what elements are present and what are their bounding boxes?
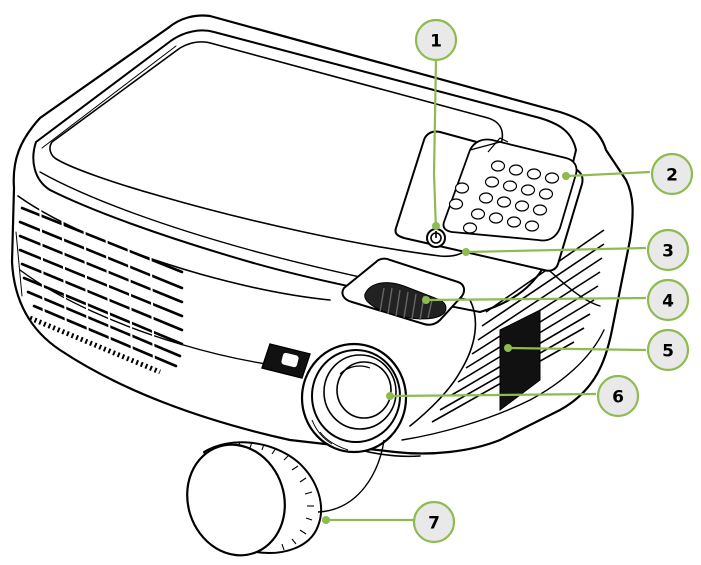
callout-6: 6 [596, 374, 640, 418]
callout-1: 1 [414, 18, 458, 62]
anchor-dot-1 [432, 222, 440, 230]
callout-2: 2 [650, 152, 694, 196]
anchor-dot-4 [422, 296, 430, 304]
callout-anchor-dots [322, 172, 570, 524]
callout-number-7: 7 [428, 514, 440, 534]
lens-cap [186, 439, 385, 557]
callout-3: 3 [646, 228, 690, 272]
anchor-dot-7 [322, 516, 330, 524]
leader-line-1 [432, 59, 438, 231]
anchor-dot-6 [386, 392, 394, 400]
zoom-ring [341, 257, 466, 326]
power-button [426, 228, 446, 248]
bottom-vent-strip [29, 315, 161, 375]
leader-line-2 [567, 170, 651, 178]
left-vent-grille [18, 206, 184, 368]
dlp-logo [261, 343, 311, 379]
left-vent-grille-dividers [39, 199, 155, 365]
callout-number-3: 3 [662, 242, 674, 262]
lens-assembly [300, 342, 408, 454]
callout-number-5: 5 [662, 342, 674, 362]
callout-number-2: 2 [666, 166, 678, 186]
side-dark-panel [499, 309, 541, 411]
callout-number-4: 4 [662, 292, 674, 312]
keypad-buttons [448, 160, 560, 234]
callout-7: 7 [412, 500, 456, 544]
callout-number-6: 6 [612, 388, 624, 408]
leader-line-5 [507, 346, 647, 352]
anchor-dot-3 [462, 248, 470, 256]
anchor-dot-5 [504, 344, 512, 352]
leader-line-6 [389, 392, 597, 398]
callout-4: 4 [646, 278, 690, 322]
leader-line-4 [425, 296, 647, 302]
callout-number-1: 1 [430, 32, 442, 52]
leader-line-3 [465, 246, 647, 254]
callout-5: 5 [646, 328, 690, 372]
anchor-dot-2 [562, 172, 570, 180]
callout-leaders [326, 59, 651, 522]
